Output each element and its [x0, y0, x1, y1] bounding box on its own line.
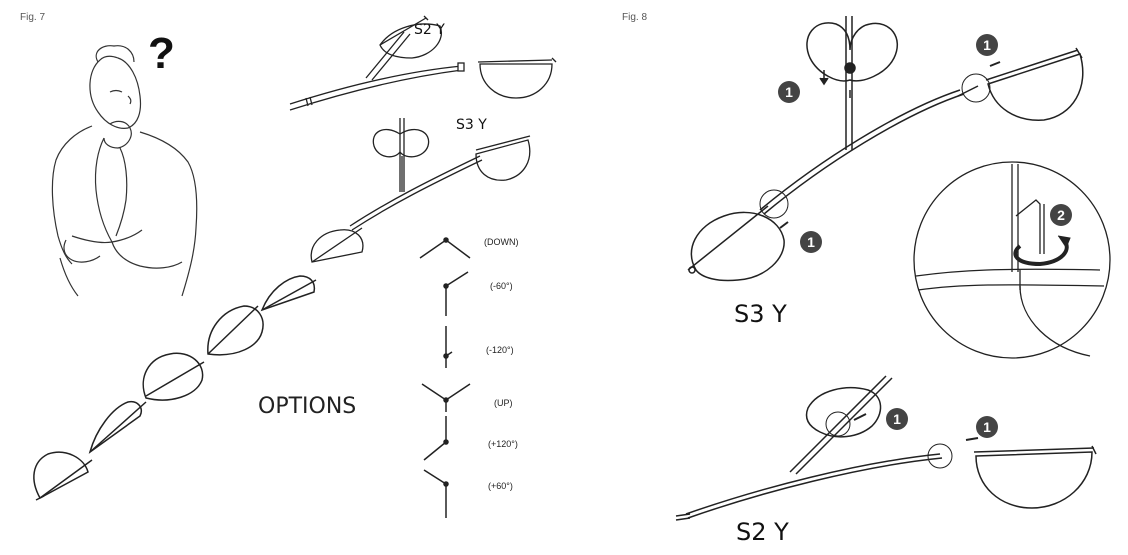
step-1-badge: 1 [886, 408, 908, 430]
options-heading: OPTIONS [258, 394, 357, 419]
step-1-badge: 1 [778, 81, 800, 103]
angle-label-plus-60: (+60°) [488, 481, 513, 491]
fig7-s2-label: S2 Y [414, 22, 445, 38]
angle-label-up: (UP) [494, 398, 513, 408]
step-1-badge: 1 [800, 231, 822, 253]
step-1-badge: 1 [976, 34, 998, 56]
angle-label-down: (DOWN) [484, 237, 519, 247]
step-1-badge: 1 [976, 416, 998, 438]
angle-label-plus-120: (+120°) [488, 439, 518, 449]
fig8-s2-label: S2 Y [736, 518, 789, 546]
fig8-s3-label: S3 Y [734, 300, 787, 328]
fig7-label: Fig. 7 [20, 12, 46, 23]
fig7-s3-label: S3 Y [456, 117, 487, 133]
question-mark-icon: ? [148, 29, 175, 78]
step-2-badge: 2 [1050, 204, 1072, 226]
angle-label-minus-120: (-120°) [486, 345, 514, 355]
angle-label-minus-60: (-60°) [490, 281, 513, 291]
fig8-label: Fig. 8 [622, 12, 648, 23]
